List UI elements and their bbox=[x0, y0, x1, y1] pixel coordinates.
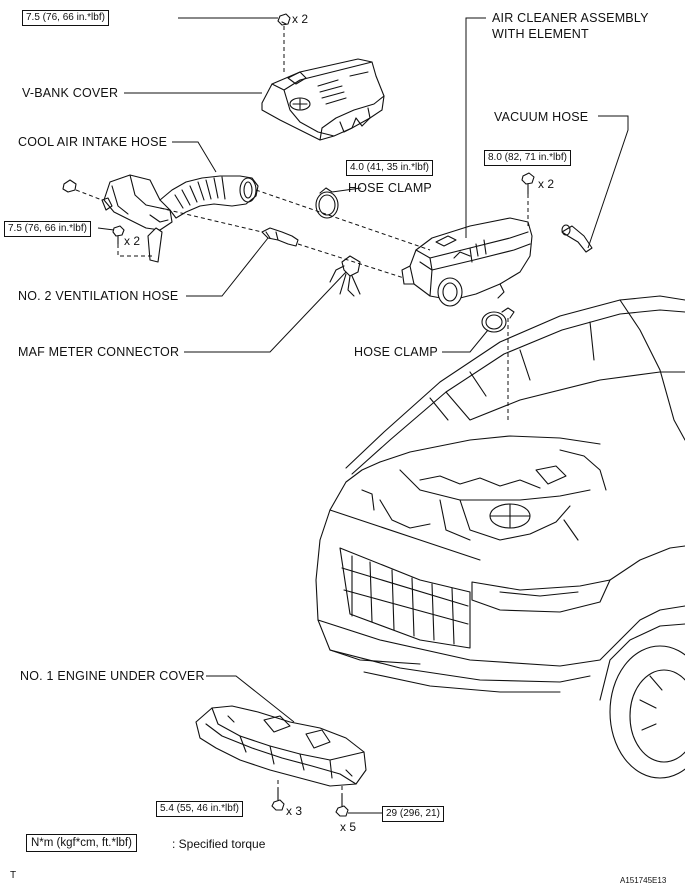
label-cool-air-intake-hose: COOL AIR INTAKE HOSE bbox=[18, 135, 168, 149]
maf-connector-part bbox=[329, 255, 361, 297]
legend-unit-box: N*m (kgf*cm, ft.*lbf) bbox=[26, 834, 137, 852]
count-intake: x 2 bbox=[124, 234, 141, 248]
intake-bolt bbox=[112, 225, 125, 245]
label-air-cleaner-line1: AIR CLEANER ASSEMBLY bbox=[492, 11, 649, 25]
cool-air-intake-hose-part bbox=[101, 174, 259, 263]
v-bank-cover-part bbox=[261, 58, 385, 141]
torque-air-cleaner-bolt: 8.0 (82, 71 in.*lbf) bbox=[484, 150, 571, 166]
hose-clamp-upper-part bbox=[315, 187, 339, 219]
torque-v-bank-nut: 7.5 (76, 66 in.*lbf) bbox=[22, 10, 109, 26]
label-hose-clamp-upper: HOSE CLAMP bbox=[348, 181, 432, 195]
legend-text: : Specified torque bbox=[172, 837, 266, 851]
vehicle-front-illustration bbox=[315, 295, 685, 779]
figure-code: A151745E13 bbox=[620, 876, 667, 885]
torque-under-cover-bolt-a: 5.4 (55, 46 in.*lbf) bbox=[156, 801, 243, 817]
intake-nut bbox=[62, 179, 77, 193]
label-no1-engine-under-cover: NO. 1 ENGINE UNDER COVER bbox=[20, 669, 205, 683]
torque-under-cover-bolt-b: 29 (296, 21) bbox=[382, 806, 444, 822]
label-hose-clamp-lower: HOSE CLAMP bbox=[354, 345, 438, 359]
under-cover-bolts bbox=[271, 787, 349, 817]
torque-hose-clamp: 4.0 (41, 35 in.*lbf) bbox=[346, 160, 433, 176]
corner-mark: T bbox=[10, 870, 17, 881]
count-air-cleaner: x 2 bbox=[538, 177, 555, 191]
air-cleaner-assembly-part bbox=[401, 217, 533, 307]
no2-ventilation-hose-part bbox=[261, 227, 299, 247]
hose-clamp-lower-part bbox=[481, 307, 515, 333]
v-bank-nut bbox=[277, 13, 291, 26]
label-v-bank-cover: V-BANK COVER bbox=[22, 86, 119, 100]
label-air-cleaner-line2: WITH ELEMENT bbox=[492, 27, 589, 41]
label-no2-ventilation-hose: NO. 2 VENTILATION HOSE bbox=[18, 289, 179, 303]
count-v-bank: x 2 bbox=[292, 12, 309, 26]
torque-intake-bolt: 7.5 (76, 66 in.*lbf) bbox=[4, 221, 91, 237]
count-under-b: x 5 bbox=[340, 820, 357, 834]
vacuum-hose-part bbox=[561, 224, 593, 253]
no1-engine-under-cover-part bbox=[195, 705, 367, 787]
label-vacuum-hose: VACUUM HOSE bbox=[494, 110, 589, 124]
label-maf-meter-connector: MAF METER CONNECTOR bbox=[18, 345, 180, 359]
air-cleaner-bolt bbox=[521, 172, 535, 195]
count-under-a: x 3 bbox=[286, 804, 303, 818]
